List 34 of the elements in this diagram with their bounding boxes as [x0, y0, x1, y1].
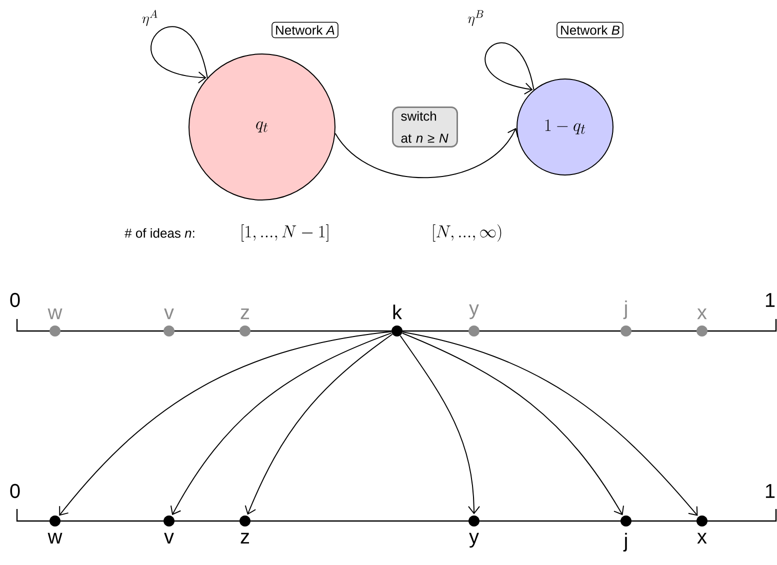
- node-label: j: [623, 300, 627, 320]
- arrow: [400, 335, 480, 514]
- arrow: [402, 332, 624, 516]
- arrow: [402, 331, 698, 516]
- node-label: v: [164, 308, 174, 320]
- node-label: j: [623, 532, 627, 552]
- arrow: [150, 26, 208, 84]
- node-label: v: [164, 532, 174, 544]
- node-label: w: [48, 532, 62, 544]
- range-label: $[N,...,\infty)$: [433, 224, 502, 242]
- arrow: [334, 128, 518, 178]
- node-label: x: [697, 532, 707, 544]
- edge-label: $\eta^A$: [142, 10, 158, 26]
- range-label: $[1,...,N-1]$: [242, 224, 328, 242]
- node-label: w: [48, 308, 62, 320]
- axis-end-label: 0: [10, 484, 20, 498]
- axis-end-label: 1: [766, 293, 775, 307]
- node-label: y: [469, 532, 479, 548]
- node-label: y: [469, 304, 479, 320]
- arrow: [59, 331, 392, 516]
- arrow: [484, 42, 534, 95]
- node-label: k: [393, 304, 402, 320]
- arrow: [244, 334, 393, 515]
- edge-label: $\eta^B$: [468, 10, 484, 26]
- edge-label: switch at n ≥ N: [392, 106, 458, 148]
- network-tag: Network A: [272, 22, 338, 38]
- node-label: z: [240, 308, 250, 320]
- arrow: [170, 332, 392, 516]
- axis-end-label: 1: [766, 484, 775, 498]
- node-label: x: [697, 308, 707, 320]
- node-label: z: [240, 532, 250, 544]
- row-label: # of ideas n:: [124, 228, 194, 238]
- axis-end-label: 0: [10, 292, 20, 308]
- network-tag: Network B: [556, 22, 624, 38]
